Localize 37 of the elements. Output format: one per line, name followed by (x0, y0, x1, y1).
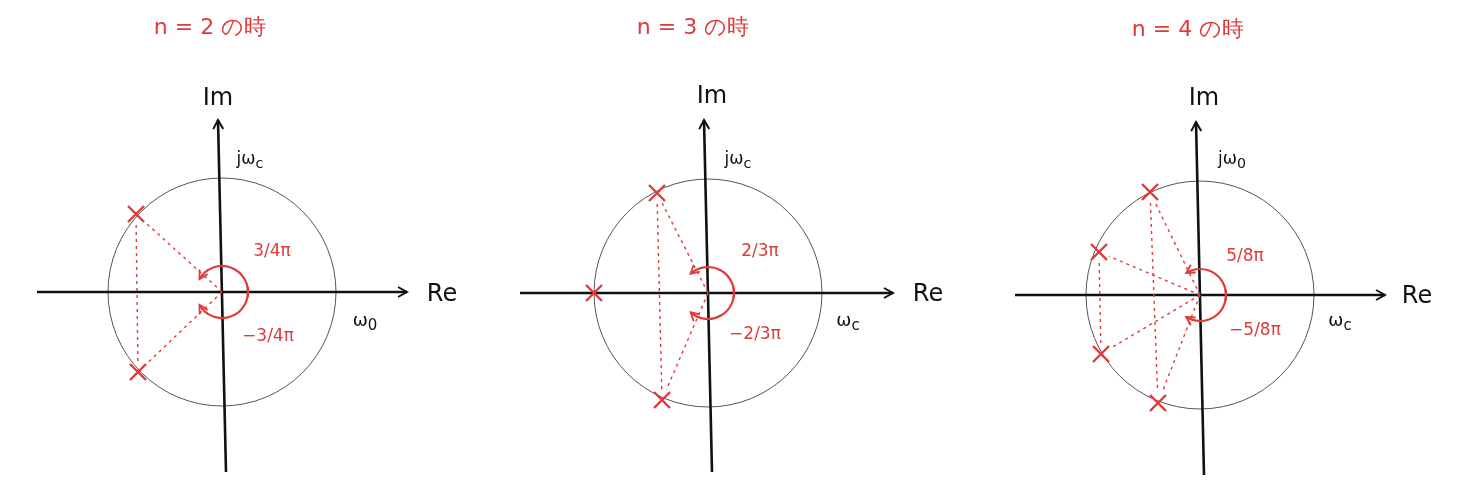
panel-title: n = 3 の時 (636, 16, 750, 38)
axis-label: Re (1401, 283, 1433, 307)
pole-mark (1139, 181, 1161, 203)
axis-label: jω$_{c}$ (724, 149, 752, 171)
dotted-line (661, 202, 709, 294)
pole-mark (127, 361, 149, 383)
angle-label: −2/3π (729, 324, 781, 342)
axis-label: Im (696, 83, 728, 107)
axis-label: Im (1188, 85, 1220, 109)
pole-mark (646, 182, 668, 204)
axis-label: jω$_{c}$ (236, 149, 264, 171)
angle-label: 5/8π (1226, 246, 1264, 264)
axis-label: Re (426, 281, 458, 305)
panel-title: n = 2 の時 (153, 16, 267, 38)
angle-label: 3/4π (253, 241, 291, 259)
pole-mark (651, 389, 673, 411)
angle-label: −5/8π (1229, 320, 1281, 338)
axis-label: ω$_{c}$ (836, 310, 860, 334)
axis-label: jω$_{0}$ (1218, 149, 1246, 171)
dotted-line (1108, 255, 1201, 296)
dotted-line (656, 203, 663, 390)
panel-title: n = 4 の時 (1131, 18, 1245, 40)
axis-label: ω$_{0}$ (352, 310, 378, 334)
dotted-line (1154, 201, 1201, 296)
dotted-line (1098, 262, 1102, 344)
angle-label: 2/3π (741, 241, 779, 259)
dotted-line (135, 224, 139, 362)
axis-label: Im (202, 85, 234, 109)
pole-mark (125, 203, 147, 225)
pole-mark (583, 282, 605, 304)
pole-mark (1147, 392, 1169, 414)
angle-label: −3/4π (242, 326, 294, 344)
pole-mark (1090, 343, 1112, 365)
dotted-line (665, 292, 709, 391)
pole-mark (1088, 241, 1110, 263)
axis-label: ω$_{c}$ (1328, 310, 1352, 334)
axis-label: Re (912, 281, 944, 305)
